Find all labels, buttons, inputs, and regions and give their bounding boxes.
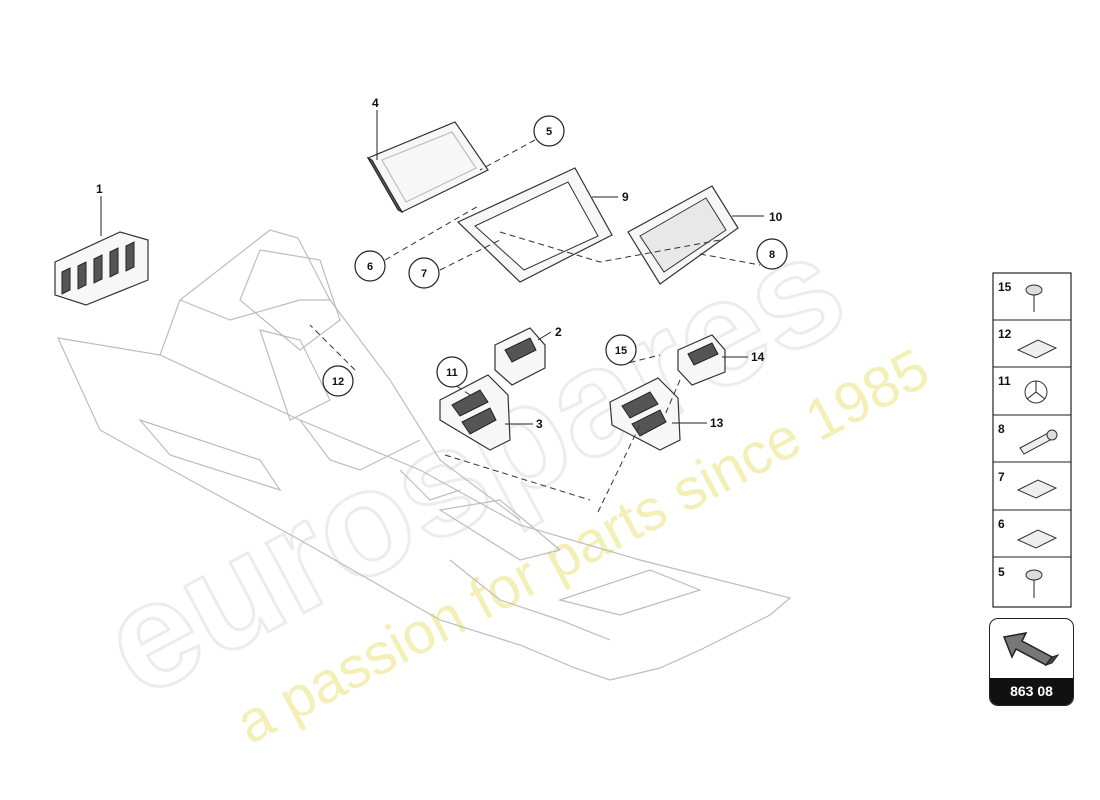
center-console [56,229,792,681]
part-4-display [366,121,489,214]
bolt-icon [1019,429,1058,455]
callout-1: 1 [96,182,103,196]
part-2-switch [494,327,546,386]
legend-label-7: 7 [998,470,1005,484]
watermark: eurospares a passion for parts since 198… [75,199,940,757]
leader-lines [100,110,764,425]
callout-13: 13 [710,416,724,430]
legend-label-12: 12 [998,327,1012,341]
dashed-reference-lines [309,139,761,513]
circled-callouts: 5 6 7 8 11 12 15 [322,115,788,397]
part-13-switch-panel [609,377,681,451]
retainer-icon [1024,380,1048,404]
clip-nut-icon [1016,339,1058,359]
legend-label-11: 11 [998,374,1011,388]
screw-icon [1025,569,1043,598]
callout-4: 4 [372,96,379,110]
part-1-switch-block [54,231,149,306]
callout-15: 15 [615,345,627,357]
legend-label-15: 15 [998,280,1012,294]
clip-nut-icon [1016,529,1058,549]
part-9-bezel [456,167,613,283]
part-10-screen [627,185,739,285]
legend-label-8: 8 [998,422,1005,436]
callout-5: 5 [546,126,552,138]
clip-nut-icon [1016,479,1058,499]
callout-3: 3 [536,417,543,431]
hardware-legend: 15 12 11 8 7 6 5 [992,272,1072,608]
catalog-badge: 863 08 [989,618,1074,706]
catalog-number: 863 08 [990,678,1073,705]
part-3-switch-panel [439,374,511,451]
part-14-switch [677,334,726,386]
callout-12: 12 [332,376,344,388]
callout-2: 2 [555,325,562,339]
arrow-icon [1002,631,1060,666]
callout-labels: 1 4 2 3 9 10 13 14 [96,96,783,431]
legend-label-5: 5 [998,565,1005,579]
callout-8: 8 [769,249,775,261]
screw-icon [1025,284,1043,312]
callout-11: 11 [446,367,458,379]
callout-10: 10 [769,210,783,224]
callout-9: 9 [622,190,629,204]
legend-label-6: 6 [998,517,1005,531]
callout-6: 6 [367,261,373,273]
callout-7: 7 [421,268,427,280]
callout-14: 14 [751,350,765,364]
